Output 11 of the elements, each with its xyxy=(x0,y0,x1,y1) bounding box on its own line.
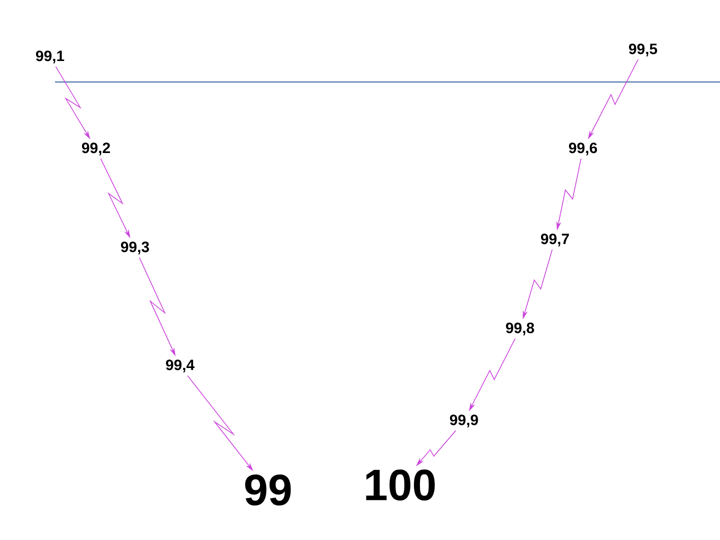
number-label: 99,1 xyxy=(36,50,64,64)
number-label: 99,2 xyxy=(82,142,110,156)
number-label: 99,5 xyxy=(628,44,658,56)
number-label: 99,7 xyxy=(540,234,569,246)
number-label: 99,8 xyxy=(506,322,534,336)
number-label: 99 xyxy=(245,474,291,506)
number-label: 100 xyxy=(366,469,435,500)
number-label: 99,3 xyxy=(120,242,149,254)
number-label: 99,4 xyxy=(166,360,194,372)
number-label: 99,9 xyxy=(450,414,478,428)
number-label: 99,6 xyxy=(568,142,597,156)
